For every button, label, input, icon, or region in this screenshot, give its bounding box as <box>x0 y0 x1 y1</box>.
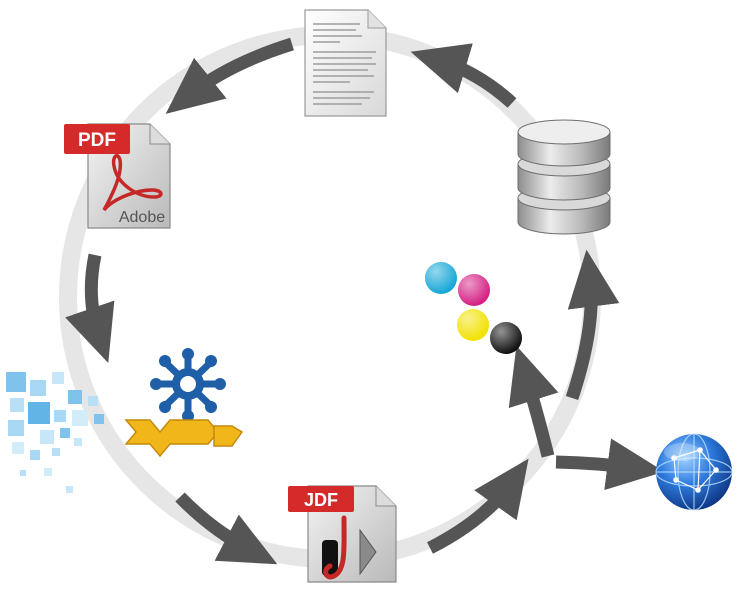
arrow-junction-to-cmyk <box>508 345 559 458</box>
arrow-pdf-to-workflow <box>65 253 115 364</box>
globe-icon <box>655 433 733 511</box>
database-node <box>517 119 611 235</box>
adobe-label: Adobe <box>119 209 165 226</box>
jdf-badge-label: JDF <box>304 490 338 510</box>
pdf-badge-label: PDF <box>78 130 116 151</box>
plugin-connector-icon <box>124 419 244 458</box>
pdf-node: PDF Adobe <box>64 123 171 229</box>
database-icon <box>517 119 611 235</box>
pdf-badge <box>64 124 130 154</box>
acrobat-logo-icon <box>102 153 163 212</box>
document-node <box>304 9 387 117</box>
workflow-node <box>6 348 244 493</box>
arrow-junction-to-web <box>555 438 665 491</box>
jdf-file-icon: JDF <box>288 485 397 583</box>
arrow-to-database <box>565 249 620 401</box>
jdf-node: JDF <box>288 485 397 583</box>
gear-icon <box>150 348 226 422</box>
web-node <box>655 433 733 511</box>
arrow-jdf-to-junction <box>427 458 529 554</box>
pdf-file-icon: PDF Adobe <box>64 123 171 229</box>
cmyk-ink-dots-icon <box>425 262 522 354</box>
cmyk-node <box>425 262 522 354</box>
flow-arrows <box>65 37 665 565</box>
arrow-database-to-document <box>410 43 517 108</box>
jdf-badge <box>288 486 354 512</box>
pixel-mosaic-icon <box>6 372 104 493</box>
arrow-workflow-to-jdf <box>175 492 278 565</box>
text-document-icon <box>304 9 387 117</box>
arrow-document-to-pdf <box>165 37 294 114</box>
